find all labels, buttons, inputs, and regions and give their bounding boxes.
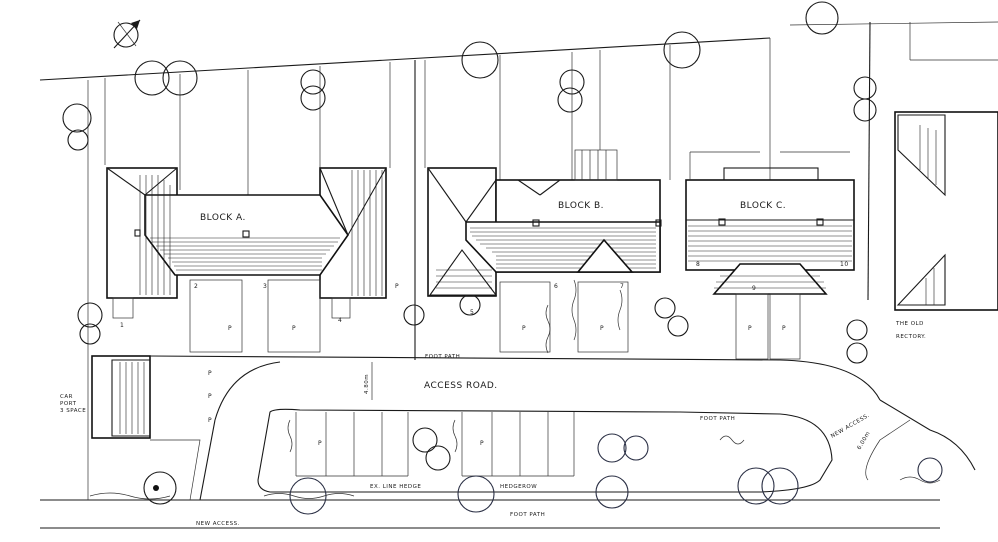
access-road: ACCESS ROAD. 4.80m 6.00m [149, 355, 976, 501]
tree-icon [403, 304, 425, 326]
tree-trunk-icon [153, 485, 159, 491]
footpath-east-label: FOOT PATH [700, 416, 735, 422]
block-b: BLOCK B. [427, 149, 662, 297]
tree-icon [623, 435, 649, 461]
plot-number: 7 [620, 283, 624, 290]
plot-number: 4 [338, 317, 342, 324]
tree-icon [79, 323, 101, 345]
plot-number: 1 [120, 322, 124, 329]
tree-icon [557, 87, 583, 113]
old-rectory-label-1: THE OLD [895, 321, 924, 327]
block-c-label: BLOCK C. [740, 201, 786, 211]
car-port-label-2: PORT [60, 401, 77, 407]
tree-icon [300, 69, 326, 95]
tree-icon [853, 98, 877, 122]
parking-markers: P P P P P P P P P P P P [208, 283, 786, 447]
car-port-label-3: 3 SPACE [60, 408, 86, 414]
tree-icon [559, 69, 585, 95]
trees [62, 1, 943, 515]
tree-icon [289, 477, 327, 515]
parking-mark: P [480, 440, 484, 447]
tree-icon [457, 475, 495, 513]
parking-mark: P [748, 325, 752, 332]
tree-icon [737, 467, 775, 505]
parking-mark: P [318, 440, 322, 447]
plot-number: 5 [470, 309, 474, 316]
footpath-north-label: FOOT PATH [425, 354, 460, 360]
tree-icon [663, 31, 701, 69]
parking-mark: P [208, 370, 212, 377]
access-road-label: ACCESS ROAD. [424, 381, 498, 391]
roof-hatching [139, 170, 383, 296]
parking-mark: P [228, 325, 232, 332]
parking-mark: P [208, 417, 212, 424]
hedge-label-1: EX. LINE HEDGE [370, 484, 421, 490]
footpath-south-label: FOOT PATH [510, 512, 545, 518]
tree-icon [412, 427, 438, 453]
old-rectory: THE OLD RECTORY. [894, 111, 998, 340]
car-port-label-1: CAR [60, 394, 73, 400]
tree-icon [805, 1, 839, 35]
tree-icon [300, 85, 326, 111]
tree-icon [917, 457, 943, 483]
car-port: CAR PORT 3 SPACE [60, 355, 151, 439]
plot-number: 8 [696, 261, 700, 268]
hedges [89, 279, 941, 500]
plot-number: 10 [840, 261, 849, 268]
block-a-driveways [112, 279, 351, 353]
roof-hatching-c [688, 225, 852, 262]
hedge-label-2: HEDGEROW [500, 484, 537, 490]
tree-icon [425, 445, 451, 471]
tree-icon [67, 129, 89, 151]
plot-dividers [104, 38, 771, 360]
parking-mark: P [395, 283, 399, 290]
tree-icon [143, 471, 177, 505]
splay-dimension: 6.00m [857, 431, 872, 451]
block-c: BLOCK C. [685, 151, 855, 295]
parking-mark: P [600, 325, 604, 332]
block-a: BLOCK A. [106, 167, 387, 299]
tree-icon [162, 60, 198, 96]
parking-mark: P [782, 325, 786, 332]
tree-icon [134, 60, 170, 96]
old-rectory-label-2: RECTORY. [896, 334, 926, 340]
plot-number: 6 [554, 283, 558, 290]
tree-icon [846, 342, 868, 364]
tree-icon [761, 467, 799, 505]
roof-hatching-b [436, 227, 656, 289]
plot-number: 3 [263, 283, 267, 290]
tree-icon [595, 475, 629, 509]
tree-icon [654, 297, 676, 319]
parking-mark: P [522, 325, 526, 332]
tree-icon [853, 76, 877, 100]
tree-icon [597, 433, 627, 463]
plot-numbers: 1 2 3 4 5 6 7 8 9 10 [120, 261, 849, 329]
tree-icon [846, 319, 868, 341]
tree-icon [667, 315, 689, 337]
parking-mark: P [292, 325, 296, 332]
block-a-label: BLOCK A. [200, 213, 246, 223]
new-access-south-label: NEW ACCESS. [196, 521, 240, 527]
central-island: EX. LINE HEDGE HEDGEROW [257, 408, 833, 493]
block-b-driveways [499, 281, 629, 353]
tree-icon [459, 294, 481, 316]
road-width-dimension: 4.80m [364, 374, 370, 394]
block-b-label: BLOCK B. [558, 201, 604, 211]
parking-mark: P [208, 393, 212, 400]
plot-number: 9 [752, 285, 756, 292]
tree-icon [77, 302, 103, 328]
north-arrow-icon [113, 19, 141, 49]
plot-number: 2 [194, 283, 198, 290]
tree-icon [62, 103, 92, 133]
tree-icon [461, 41, 499, 79]
block-c-driveways [735, 293, 801, 360]
